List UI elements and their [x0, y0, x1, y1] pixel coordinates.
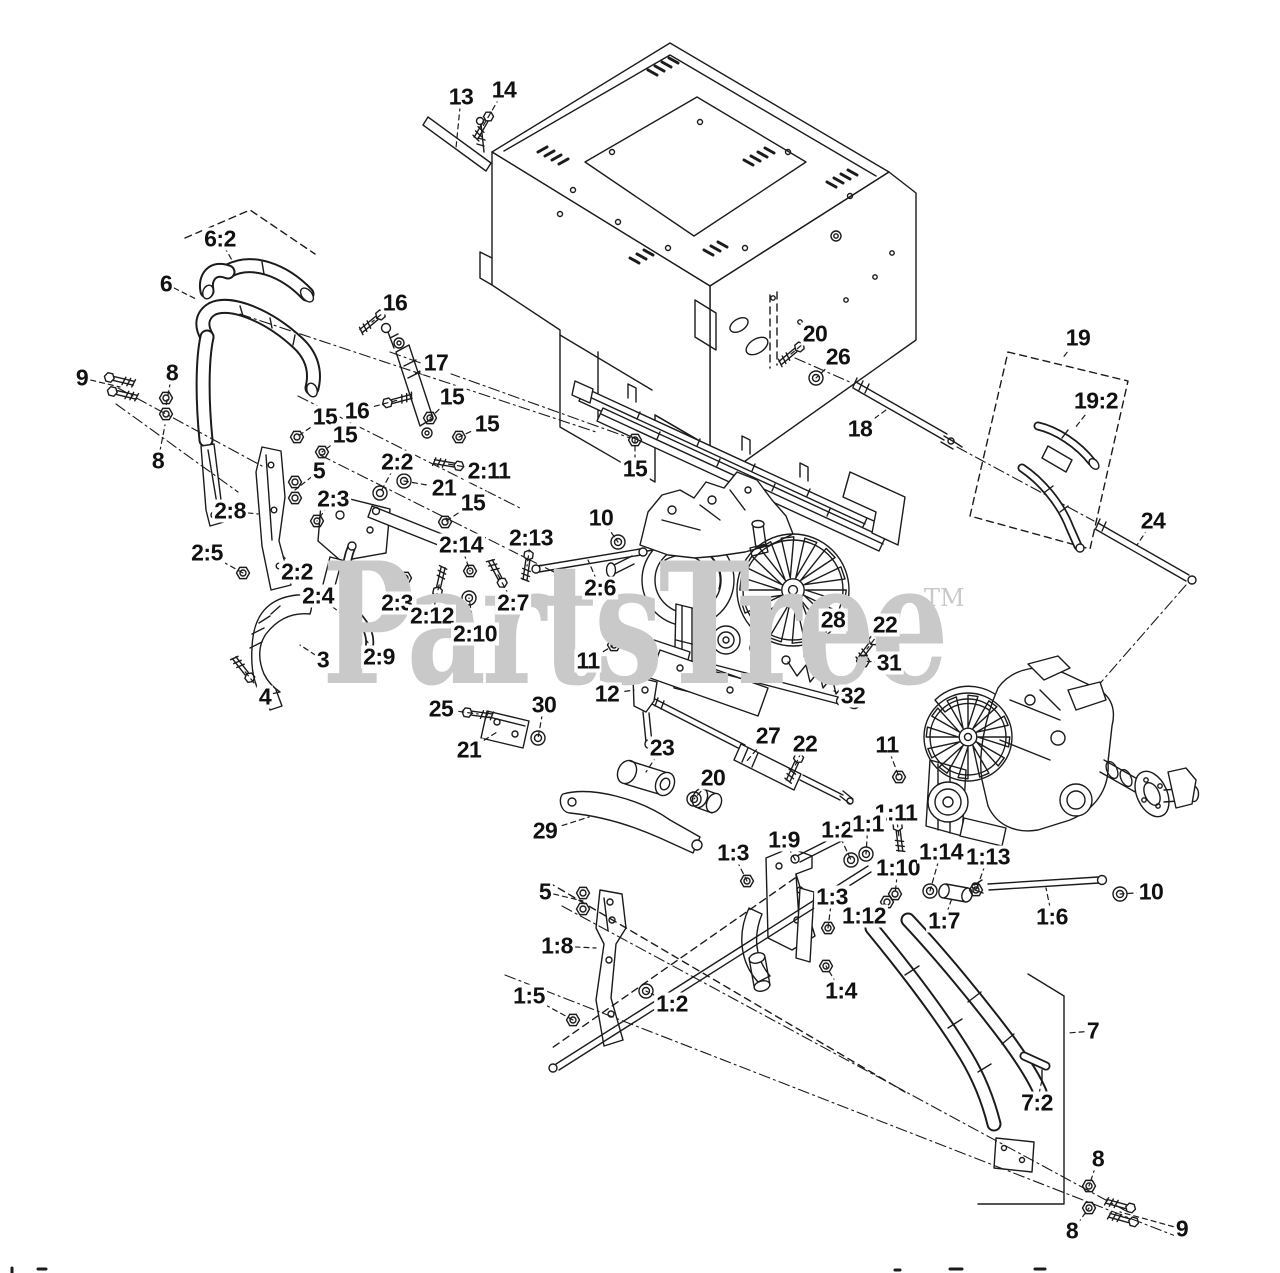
part-callout: 29: [530, 817, 560, 844]
part-callout: 8: [1089, 1145, 1107, 1172]
part-callout: 17: [421, 349, 451, 376]
rod-24: [1094, 518, 1197, 689]
part-callout: 2:4: [300, 582, 336, 609]
part-callout: 11: [574, 647, 602, 674]
part-callout: 2:2: [379, 448, 415, 475]
lever-kit-box-19: [969, 351, 1129, 553]
cooling-fans: [736, 533, 1013, 782]
part-callout: 1:3: [814, 883, 850, 910]
part-callout: 2:2: [279, 558, 315, 585]
part-callout: 19:2: [1071, 387, 1121, 414]
part-callout: 8: [163, 359, 181, 386]
part-callout: 8: [1063, 1217, 1081, 1244]
tie-rod-18: [794, 357, 1095, 522]
part-callout: 30: [529, 691, 559, 718]
part-callout: 1:10: [873, 854, 923, 881]
part-callout: 2:3: [379, 589, 415, 616]
gas-shock: [380, 322, 434, 439]
part-callout: 1:5: [511, 982, 547, 1009]
watermark-tm: TM: [924, 584, 965, 612]
part-callout: 3: [314, 646, 332, 673]
part-callout: 2:7: [495, 589, 531, 616]
part-callout: 1:9: [766, 826, 802, 853]
part-callout: 15: [620, 455, 650, 482]
part-callout: 1:2: [819, 816, 855, 843]
part-callout: 13: [446, 83, 476, 110]
part-callout: 15: [458, 489, 488, 516]
part-callout: 10: [586, 504, 616, 531]
part-callout: 15: [437, 383, 467, 410]
part-callout: 21: [454, 736, 484, 763]
part-callout: 22: [870, 611, 900, 638]
part-callout: 7: [1084, 1017, 1102, 1044]
part-callout: 15: [310, 403, 340, 430]
transaxle-right: [925, 655, 1200, 847]
part-callout: 32: [838, 682, 868, 709]
part-callout: 2:14: [436, 531, 486, 558]
control-handle-left: [184, 209, 321, 527]
part-callout: 6: [157, 270, 175, 297]
part-callout: 14: [489, 76, 519, 103]
transaxle-left: [605, 471, 794, 717]
part-callout: 18: [845, 415, 875, 442]
part-callout: 1:7: [926, 907, 962, 934]
part-callout: 2:5: [189, 539, 225, 566]
part-callout: 27: [753, 722, 783, 749]
part-callout: 21: [429, 474, 459, 501]
part-callout: 1:2: [654, 990, 690, 1017]
part-callout: 28: [818, 606, 848, 633]
part-callout: 2:10: [450, 620, 500, 647]
part-callout: 24: [1138, 507, 1168, 534]
part-callout: 2:12: [407, 602, 457, 629]
part-callout: 26: [823, 343, 853, 370]
part-callout: 16: [380, 289, 410, 316]
part-callout: 22: [790, 730, 820, 757]
part-callout: 31: [874, 649, 904, 676]
part-callout: 15: [472, 410, 502, 437]
fastener-glyphs: [103, 111, 1140, 1228]
control-handle-right: [864, 912, 1065, 1205]
part-callout: 2:8: [212, 497, 248, 524]
part-callout: 1:1: [850, 810, 886, 837]
part-callout: 2:6: [582, 574, 618, 601]
part-callout: 2:11: [465, 457, 513, 484]
part-callout: 15: [330, 421, 360, 448]
part-callout: 12: [592, 680, 622, 707]
part-callout: 11: [873, 731, 901, 758]
part-callout: 25: [426, 695, 456, 722]
part-callout: 4: [256, 683, 274, 710]
part-callout: 1:14: [916, 838, 966, 865]
part-callout: 19: [1063, 324, 1093, 351]
part-callout: 1:6: [1034, 903, 1070, 930]
part-callout: 1:3: [715, 839, 751, 866]
part-callout: 1:4: [823, 977, 859, 1004]
chassis-frame: [479, 42, 917, 483]
part-callout: 20: [698, 764, 728, 791]
part-callout: 6:2: [202, 225, 238, 252]
part-callout: 8: [149, 447, 167, 474]
part-callout: 10: [1136, 878, 1166, 905]
part-callout: 2:9: [361, 643, 397, 670]
part-callout: 23: [647, 734, 677, 761]
part-callout: 20: [800, 320, 830, 347]
part-callout: 9: [1173, 1215, 1191, 1242]
part-callout: 1:12: [839, 902, 889, 929]
part-callout: 16: [342, 397, 372, 424]
part-callout: 5: [536, 878, 554, 905]
part-callout: 7:2: [1019, 1089, 1055, 1116]
part-callout: 9: [73, 364, 91, 391]
part-callout: 2:13: [506, 524, 556, 551]
part-callout: 1:8: [539, 932, 575, 959]
rod-13: [422, 116, 492, 172]
part-callout: 1:13: [963, 843, 1013, 870]
part-callout: 5: [310, 457, 328, 484]
part-callout: 2:3: [315, 485, 351, 512]
